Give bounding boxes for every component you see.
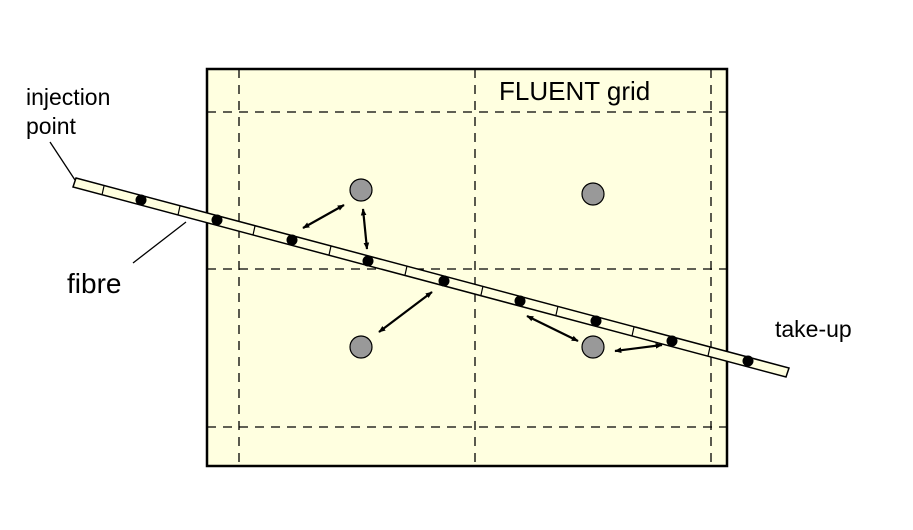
grid-label: FLUENT grid — [499, 76, 650, 106]
cell-node — [581, 182, 605, 206]
injection-point-label-line2: point — [26, 113, 76, 139]
injection-leader-line — [49, 141, 76, 181]
cell-nodes — [349, 178, 605, 359]
interaction-arrow — [614, 343, 663, 353]
interaction-arrows — [302, 204, 663, 353]
cell-node — [349, 178, 373, 202]
interaction-arrow — [360, 208, 370, 250]
fibre-leader-line — [132, 221, 187, 264]
cell-node — [349, 335, 373, 359]
fibre-node — [742, 355, 754, 367]
take-up-label: take-up — [775, 316, 852, 342]
fibre-node — [135, 194, 147, 206]
fibre — [72, 177, 790, 378]
grid-domain — [205, 67, 729, 468]
interaction-arrow — [302, 204, 345, 229]
cell-node — [581, 335, 605, 359]
fibre-node — [514, 295, 526, 307]
fibre-node — [666, 335, 678, 347]
interaction-arrow — [378, 291, 433, 333]
grid-cell-lines — [207, 69, 727, 466]
fibre-node — [362, 255, 374, 267]
fibre-node — [438, 275, 450, 287]
fibre-node — [590, 315, 602, 327]
interaction-arrow — [526, 315, 579, 342]
fibre-node — [286, 234, 298, 246]
fibre-node — [211, 214, 223, 226]
fibre-label: fibre — [67, 268, 121, 299]
fibre-nodes — [135, 194, 754, 367]
injection-point-label-line1: injection — [26, 84, 110, 110]
